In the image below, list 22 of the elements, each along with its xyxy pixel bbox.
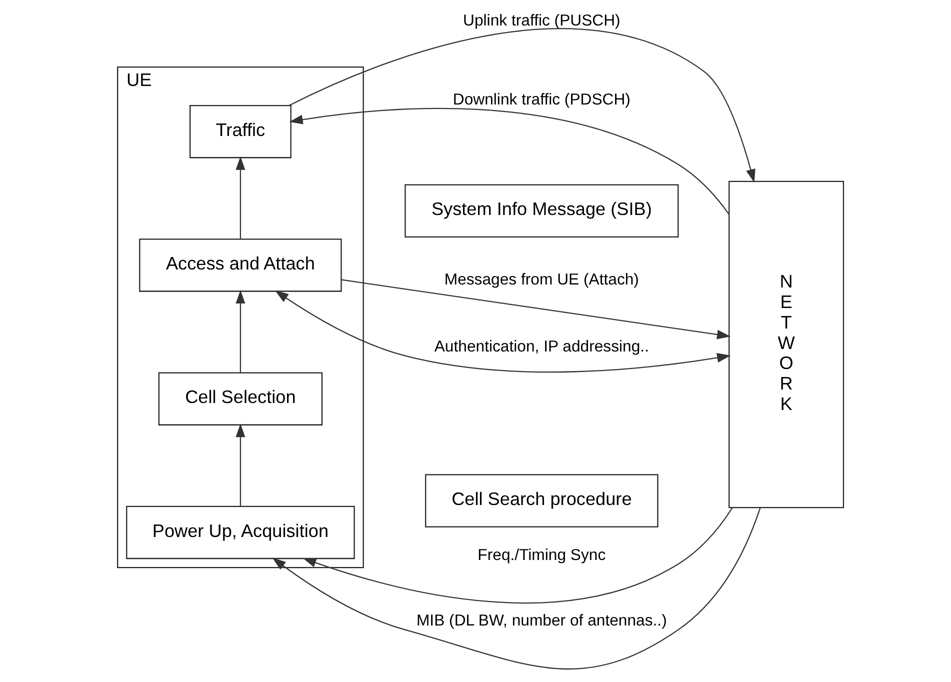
- node-box: NETWORK: [728, 180, 844, 508]
- arrow: [272, 508, 760, 670]
- edge-label: Uplink traffic (PUSCH): [462, 12, 620, 30]
- edge-label: Downlink traffic (PDSCH): [452, 92, 630, 109]
- edge-label: Authentication, IP addressing..: [434, 338, 648, 356]
- node-box: Access and Attach: [138, 238, 342, 292]
- edge-label: Freq./Timing Sync: [477, 546, 606, 564]
- arrow: [302, 507, 732, 604]
- node-box: Power Up, Acquisition: [126, 506, 354, 560]
- arrow: [274, 290, 730, 373]
- node-box: Traffic: [189, 104, 291, 158]
- edge-label: MIB (DL BW, number of antennas..): [416, 612, 666, 630]
- node-box: Cell Selection: [158, 372, 322, 426]
- edge-label: Messages from UE (Attach): [444, 272, 638, 289]
- node-box: Cell Search procedure: [424, 474, 658, 528]
- arrow: [235, 156, 245, 240]
- arrow: [235, 424, 245, 506]
- node-box: System Info Message (SIB): [404, 184, 678, 238]
- arrow: [235, 290, 245, 373]
- arrow: [340, 279, 730, 340]
- arrow: [288, 28, 755, 183]
- arrow: [288, 108, 729, 214]
